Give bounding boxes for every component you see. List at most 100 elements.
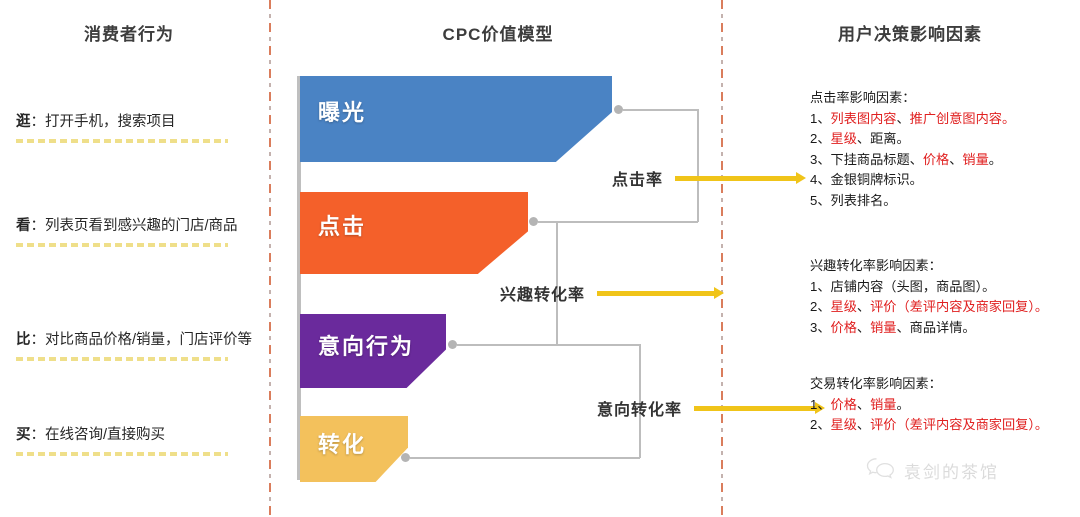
behavior-key: 逛 (16, 114, 31, 130)
factor-highlight: 价格 (922, 151, 950, 167)
behavior-item-browse: 逛：打开手机，搜索项目 (16, 112, 262, 143)
rate-label: 兴趣转化率 (500, 287, 586, 304)
factor-text: 、 (856, 417, 871, 432)
factor-line: 5、列表排名。 (810, 191, 1078, 212)
behavior-item-view: 看：列表页看到感兴趣的门店/商品 (16, 216, 262, 247)
column-separator-right (721, 0, 723, 517)
funnel-stage-exposure[interactable]: 曝光 (300, 76, 612, 162)
factor-highlight: 星级 (830, 299, 857, 314)
factor-highlight: 推广创意图内容。 (909, 110, 1016, 126)
funnel-spine (297, 76, 301, 480)
behavior-sep: ： (30, 332, 46, 348)
factor-highlight: 列表图内容 (830, 110, 897, 126)
wechat-bubble-icon (866, 457, 896, 484)
connector-knob-exposure (614, 105, 623, 114)
factor-text: 5、列表排名。 (810, 192, 897, 208)
factor-block-ctr: 点击率影响因素：1、列表图内容、推广创意图内容。2、星级、距离。3、下挂商品标题… (810, 88, 1078, 211)
column-separator-left (269, 0, 271, 517)
connector-knob-click (529, 217, 538, 226)
factor-text: 2、 (810, 131, 831, 146)
funnel-stage-conversion[interactable]: 转化 (300, 416, 408, 482)
factor-text: 、 (856, 319, 871, 335)
funnel-stage-label: 意向行为 (318, 334, 415, 359)
behavior-text: 比：对比商品价格/销量，门店评价等 (16, 330, 262, 350)
factor-text: 2、 (810, 417, 831, 432)
funnel-stage-intent[interactable]: 意向行为 (300, 314, 446, 388)
factor-text: 、距离。 (856, 131, 910, 146)
factor-line: 1、列表图内容、推广创意图内容。 (810, 109, 1078, 130)
factor-highlight: 价格 (830, 319, 857, 335)
factor-text: 、 (896, 110, 910, 126)
behavior-desc: 在线咨询/直接购买 (45, 427, 166, 443)
factor-text: 2、 (810, 299, 831, 314)
factor-line: 2、星级、评价（差评内容及商家回复）。 (810, 415, 1078, 436)
factor-highlight: 星级 (830, 131, 857, 146)
rate-arrow-intent: 意向转化率 (597, 396, 826, 420)
behavior-key: 看 (16, 218, 31, 234)
factor-highlight: 销量 (870, 396, 897, 412)
factor-text: 、 (856, 396, 871, 412)
factor-line: 3、价格、销量、商品详情。 (810, 318, 1078, 339)
factor-text: 、商品详情。 (896, 319, 976, 335)
connector-knob-intent (448, 340, 457, 349)
arrow-right-icon (597, 286, 725, 299)
factor-highlight: 评价（差评内容及商家回复）。 (870, 417, 1049, 432)
connector-line (623, 109, 698, 111)
rate-arrow-ctr: 点击率 (612, 166, 807, 190)
factor-heading: 点击率影响因素： (810, 90, 916, 105)
behavior-underline (16, 452, 228, 456)
factor-line: 2、星级、评价（差评内容及商家回复）。 (810, 297, 1078, 318)
factor-block-trade: 交易转化率影响因素：1、价格、销量。2、星级、评价（差评内容及商家回复）。 (810, 374, 1078, 436)
factor-highlight: 星级 (830, 417, 857, 432)
factor-text: 、 (949, 151, 963, 167)
connector-line (410, 457, 640, 459)
behavior-sep: ： (30, 114, 46, 130)
factor-line: 4、金银铜牌标识。 (810, 170, 1078, 191)
behavior-underline (16, 139, 228, 143)
rate-arrow-interest: 兴趣转化率 (500, 281, 725, 305)
factor-highlight: 价格 (830, 396, 857, 412)
connector-line (639, 344, 641, 458)
factor-text: 。 (896, 396, 910, 412)
behavior-key: 比 (16, 332, 31, 348)
behavior-item-compare: 比：对比商品价格/销量，门店评价等 (16, 330, 262, 361)
arrow-right-icon (694, 401, 826, 414)
factor-block-interest: 兴趣转化率影响因素：1、店铺内容（头图，商品图）。2、星级、评价（差评内容及商家… (810, 256, 1078, 338)
factor-text: 3、 (810, 319, 831, 335)
connector-knob-conversion (401, 453, 410, 462)
factor-line: 1、价格、销量。 (810, 395, 1078, 416)
rate-label: 点击率 (612, 172, 664, 189)
rate-label: 意向转化率 (597, 402, 683, 419)
watermark: 袁剑的茶馆 (866, 457, 999, 484)
column-title-consumer-behavior: 消费者行为 (84, 25, 174, 44)
factor-text: 1、 (810, 110, 831, 126)
column-title-decision-factors: 用户决策影响因素 (838, 25, 982, 44)
behavior-text: 买：在线咨询/直接购买 (16, 425, 262, 445)
connector-line (538, 221, 698, 223)
factor-text: 1、店铺内容（头图，商品图）。 (810, 278, 996, 294)
factor-text: 4、金银铜牌标识。 (810, 172, 923, 187)
behavior-item-buy: 买：在线咨询/直接购买 (16, 425, 262, 456)
factor-highlight: 销量 (870, 319, 897, 335)
behavior-desc: 打开手机，搜索项目 (45, 114, 176, 130)
factor-text: 。 (988, 151, 1002, 167)
behavior-underline (16, 357, 228, 361)
column-title-cpc-value-model: CPC价值模型 (442, 25, 554, 44)
connector-line (457, 344, 640, 346)
funnel-stage-label: 点击 (318, 214, 367, 239)
factor-highlight: 评价（差评内容及商家回复）。 (870, 299, 1049, 314)
funnel-stage-click[interactable]: 点击 (300, 192, 528, 274)
factor-line: 3、下挂商品标题、价格、销量。 (810, 150, 1078, 171)
watermark-text: 袁剑的茶馆 (904, 463, 999, 482)
behavior-underline (16, 243, 228, 247)
factor-text: 、 (856, 299, 871, 314)
factor-highlight: 销量 (962, 151, 989, 167)
connector-line (556, 221, 558, 345)
funnel-stage-label: 曝光 (318, 100, 367, 125)
factor-heading: 兴趣转化率影响因素： (810, 258, 942, 273)
factor-line: 1、店铺内容（头图，商品图）。 (810, 277, 1078, 298)
behavior-sep: ： (30, 427, 46, 443)
arrow-right-icon (675, 171, 807, 184)
behavior-text: 逛：打开手机，搜索项目 (16, 112, 262, 132)
